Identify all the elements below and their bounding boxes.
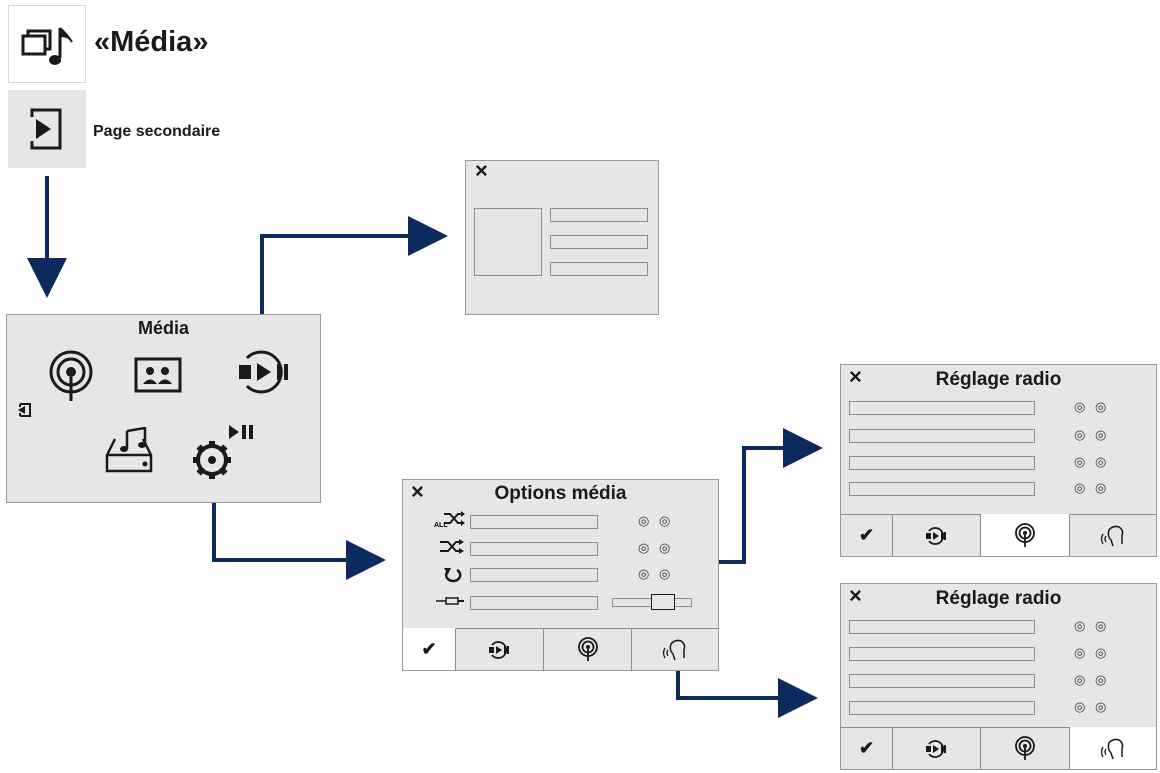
voice-icon bbox=[1100, 738, 1124, 759]
arrow-voice-to-tuning-bottom bbox=[676, 667, 818, 718]
info-field bbox=[550, 262, 648, 276]
media-icon bbox=[488, 640, 509, 659]
volume-slider-knob[interactable] bbox=[651, 594, 675, 610]
options-panel-title: Options média bbox=[494, 483, 627, 504]
media-settings-icon[interactable] bbox=[191, 423, 255, 483]
page-subtitle: Page secondaire bbox=[93, 123, 221, 140]
shuffle-icon bbox=[440, 539, 464, 554]
station-radio-pair[interactable]: ◎ ◎ bbox=[1074, 645, 1110, 660]
station-field[interactable] bbox=[849, 429, 1035, 443]
media-panel-title: Média bbox=[137, 318, 189, 338]
shuffle-all-icon: ALL bbox=[434, 511, 465, 528]
close-icon[interactable]: × bbox=[849, 583, 862, 608]
close-icon[interactable]: × bbox=[475, 158, 488, 183]
radio-tab-button[interactable] bbox=[544, 629, 632, 670]
media-device-icon[interactable] bbox=[105, 427, 155, 475]
option-field[interactable] bbox=[470, 568, 598, 582]
option-field[interactable] bbox=[470, 515, 598, 529]
media-tab-button[interactable] bbox=[456, 629, 544, 670]
media-tab-button[interactable] bbox=[893, 728, 981, 769]
station-radio-pair[interactable]: ◎ ◎ bbox=[1074, 618, 1110, 633]
close-icon[interactable]: × bbox=[849, 364, 862, 389]
radio-tab-button[interactable] bbox=[981, 728, 1070, 769]
checkmark-icon: ✔ bbox=[421, 639, 437, 659]
voice-icon bbox=[1100, 525, 1124, 546]
radio-icon bbox=[1015, 522, 1035, 547]
voice-tab-button[interactable] bbox=[1070, 727, 1156, 769]
station-radio-pair[interactable]: ◎ ◎ bbox=[1074, 480, 1110, 495]
station-field[interactable] bbox=[849, 674, 1035, 688]
radio-button-row: ✔ bbox=[841, 514, 1156, 556]
option-radio-pair[interactable]: ◎ ◎ bbox=[638, 513, 674, 528]
option-field[interactable] bbox=[470, 596, 598, 610]
back-icon[interactable] bbox=[14, 400, 34, 420]
voice-icon bbox=[662, 639, 686, 660]
radio-panel-title: Réglage radio bbox=[935, 369, 1062, 390]
subpage-icon-box bbox=[8, 90, 86, 168]
options-button-row: ✔ bbox=[403, 628, 718, 670]
confirm-button[interactable]: ✔ bbox=[403, 628, 456, 670]
radio-panel-title: Réglage radio bbox=[935, 588, 1062, 609]
option-radio-pair[interactable]: ◎ ◎ bbox=[638, 540, 674, 555]
media-panel: Média bbox=[6, 314, 321, 503]
radio-icon bbox=[577, 636, 598, 661]
radio-icon bbox=[1015, 735, 1035, 760]
radio-icon[interactable] bbox=[47, 349, 95, 407]
radio-tab-button[interactable] bbox=[981, 514, 1070, 556]
station-field[interactable] bbox=[849, 620, 1035, 634]
enter-subpage-icon bbox=[30, 108, 62, 150]
page-title: «Média» bbox=[94, 26, 209, 58]
media-note-icon bbox=[21, 27, 73, 65]
option-radio-pair[interactable]: ◎ ◎ bbox=[638, 566, 674, 581]
station-radio-pair[interactable]: ◎ ◎ bbox=[1074, 399, 1110, 414]
media-player-icon[interactable] bbox=[235, 348, 297, 396]
voice-tab-button[interactable] bbox=[632, 629, 718, 670]
station-field[interactable] bbox=[849, 482, 1035, 496]
station-radio-pair[interactable]: ◎ ◎ bbox=[1074, 672, 1110, 687]
radio-tuning-panel-top: × Réglage radio ◎ ◎ ◎ ◎ ◎ ◎ ◎ ◎ ✔ bbox=[840, 364, 1157, 557]
close-icon[interactable]: × bbox=[411, 479, 424, 504]
voice-tab-button[interactable] bbox=[1070, 515, 1156, 556]
info-panel: × bbox=[465, 160, 659, 315]
svg-text:ALL: ALL bbox=[434, 522, 448, 528]
station-field[interactable] bbox=[849, 401, 1035, 415]
confirm-button[interactable]: ✔ bbox=[841, 728, 893, 769]
slideshow-icon[interactable] bbox=[134, 357, 182, 393]
option-field[interactable] bbox=[470, 542, 598, 556]
checkmark-icon: ✔ bbox=[858, 738, 875, 758]
info-field bbox=[550, 208, 648, 222]
options-media-panel: × Options média ALL ◎ ◎ ◎ ◎ ◎ ◎ ✔ bbox=[402, 479, 719, 671]
station-field[interactable] bbox=[849, 647, 1035, 661]
checkmark-icon: ✔ bbox=[858, 525, 875, 545]
station-radio-pair[interactable]: ◎ ◎ bbox=[1074, 427, 1110, 442]
station-field[interactable] bbox=[849, 701, 1035, 715]
media-header-icon-box bbox=[8, 5, 86, 83]
station-field[interactable] bbox=[849, 456, 1035, 470]
station-radio-pair[interactable]: ◎ ◎ bbox=[1074, 699, 1110, 714]
media-icon bbox=[925, 526, 946, 545]
radio-button-row: ✔ bbox=[841, 727, 1156, 769]
info-field bbox=[550, 235, 648, 249]
info-thumbnail bbox=[474, 208, 542, 276]
aux-cable-icon bbox=[436, 597, 464, 605]
station-radio-pair[interactable]: ◎ ◎ bbox=[1074, 454, 1110, 469]
confirm-button[interactable]: ✔ bbox=[841, 515, 893, 556]
arrow-player-to-info bbox=[260, 216, 448, 344]
media-icon bbox=[925, 739, 946, 758]
repeat-icon bbox=[444, 568, 462, 583]
media-tab-button[interactable] bbox=[893, 515, 981, 556]
arrow-settings-to-options bbox=[212, 480, 386, 580]
radio-tuning-panel-bottom: × Réglage radio ◎ ◎ ◎ ◎ ◎ ◎ ◎ ◎ ✔ bbox=[840, 583, 1157, 770]
